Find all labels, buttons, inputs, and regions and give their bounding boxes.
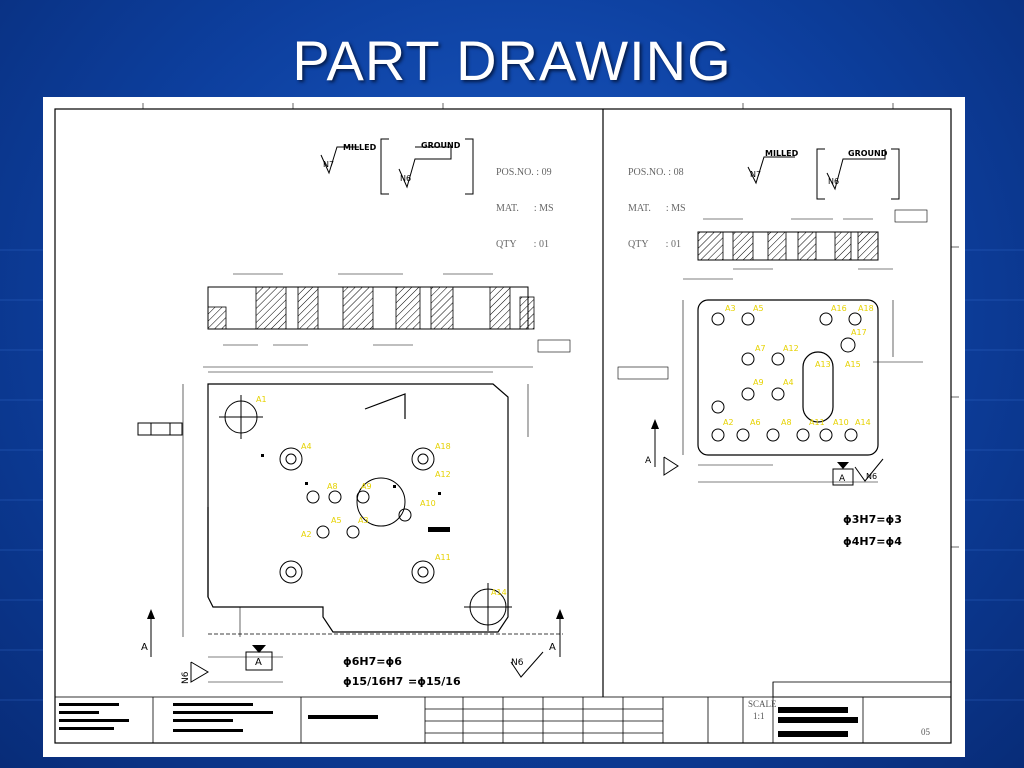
svg-text:A14: A14 bbox=[855, 418, 871, 427]
left-qty: QTY : 01 bbox=[496, 239, 549, 250]
svg-text:A: A bbox=[141, 642, 148, 653]
svg-text:A: A bbox=[645, 456, 652, 466]
svg-text:N6: N6 bbox=[400, 174, 411, 183]
left-formula-1: ϕ6H7=ϕ6 bbox=[343, 655, 402, 668]
svg-text:A3: A3 bbox=[725, 304, 736, 313]
svg-text:A17: A17 bbox=[851, 328, 867, 337]
svg-text:A: A bbox=[549, 642, 556, 653]
scale-label: SCALE bbox=[748, 699, 777, 709]
drawing-sheet: N7 N6 bbox=[43, 97, 965, 757]
part-drawing-figure: N7 N6 bbox=[54, 103, 959, 744]
svg-text:A5: A5 bbox=[331, 516, 342, 525]
right-formula-1: ϕ3H7=ϕ3 bbox=[843, 513, 902, 526]
svg-text:A10: A10 bbox=[420, 499, 436, 508]
svg-text:A8: A8 bbox=[781, 418, 792, 427]
right-formula-2: ϕ4H7=ϕ4 bbox=[843, 535, 902, 548]
left-milled-label: MILLED bbox=[343, 143, 377, 152]
svg-text:A12: A12 bbox=[435, 470, 451, 479]
svg-text:A18: A18 bbox=[858, 304, 874, 313]
sheet-number: 05 bbox=[921, 727, 930, 737]
svg-text:A11: A11 bbox=[809, 418, 825, 427]
svg-text:N7: N7 bbox=[750, 170, 761, 179]
svg-text:A: A bbox=[255, 657, 262, 668]
left-material: MAT. : MS bbox=[496, 203, 554, 214]
svg-text:A15: A15 bbox=[845, 360, 861, 369]
svg-text:A9: A9 bbox=[361, 482, 372, 491]
svg-text:N6: N6 bbox=[181, 671, 191, 684]
svg-text:A10: A10 bbox=[833, 418, 849, 427]
svg-text:A5: A5 bbox=[753, 304, 764, 313]
svg-text:A: A bbox=[839, 474, 846, 484]
right-material: MAT. : MS bbox=[628, 203, 686, 214]
svg-text:A1: A1 bbox=[256, 395, 267, 404]
svg-text:A9: A9 bbox=[753, 378, 764, 387]
svg-text:A2: A2 bbox=[723, 418, 734, 427]
svg-text:N7: N7 bbox=[323, 160, 334, 169]
scale-value: 1:1 bbox=[753, 711, 765, 721]
right-milled-label: MILLED bbox=[765, 149, 799, 158]
slide-title: PART DRAWING bbox=[292, 29, 732, 92]
left-formula-2: ϕ15/16H7 bbox=[343, 675, 404, 688]
svg-text:A12: A12 bbox=[783, 344, 799, 353]
svg-text:A11: A11 bbox=[435, 553, 451, 562]
svg-text:A2: A2 bbox=[301, 530, 312, 539]
left-ground-label: GROUND bbox=[421, 141, 461, 150]
svg-text:A16: A16 bbox=[831, 304, 847, 313]
right-qty: QTY : 01 bbox=[628, 239, 681, 250]
right-part-info: POS.NO. : 08 MAT. : MS QTY : 01 bbox=[628, 143, 686, 275]
svg-text:A7: A7 bbox=[755, 344, 766, 353]
svg-text:A13: A13 bbox=[815, 360, 831, 369]
svg-text:A4: A4 bbox=[783, 378, 794, 387]
left-formula-3: =ϕ15/16 bbox=[408, 675, 461, 688]
svg-text:A3: A3 bbox=[358, 516, 369, 525]
svg-text:A14: A14 bbox=[491, 588, 507, 597]
svg-text:A8: A8 bbox=[327, 482, 338, 491]
svg-text:N6: N6 bbox=[511, 658, 524, 668]
svg-text:N6: N6 bbox=[828, 177, 839, 186]
title-block bbox=[54, 681, 952, 744]
svg-text:N6: N6 bbox=[866, 472, 877, 481]
right-pos-no: POS.NO. : 08 bbox=[628, 167, 684, 178]
svg-text:A18: A18 bbox=[435, 442, 451, 451]
right-ground-label: GROUND bbox=[848, 149, 888, 158]
left-part-info: POS.NO. : 09 MAT. : MS QTY : 01 bbox=[496, 143, 554, 275]
svg-text:A4: A4 bbox=[301, 442, 312, 451]
svg-text:A6: A6 bbox=[750, 418, 761, 427]
left-pos-no: POS.NO. : 09 bbox=[496, 167, 552, 178]
